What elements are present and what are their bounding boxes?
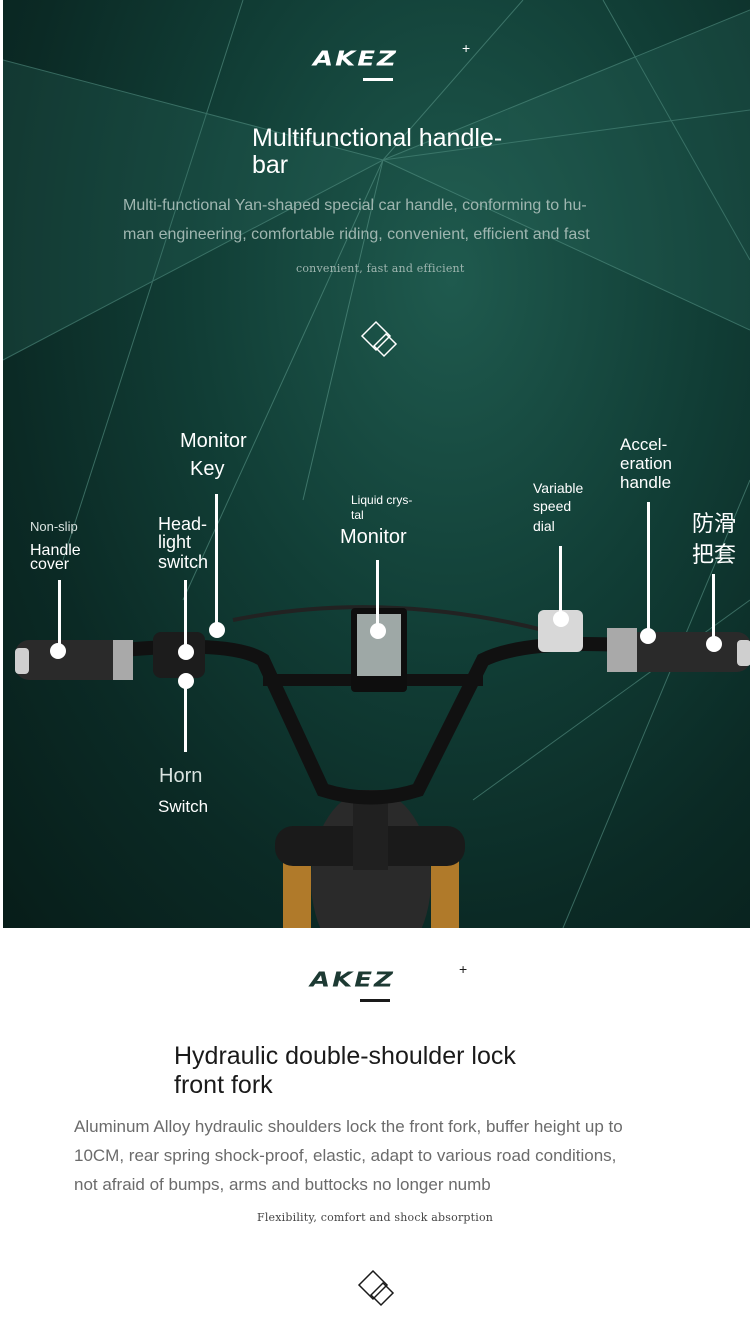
- marker-handle-cover: [50, 643, 66, 659]
- background-rays: [3, 0, 750, 928]
- label-acceleration-2: eration: [620, 454, 672, 473]
- handlebar-illustration: [15, 605, 750, 928]
- logo-underline-bottom: [360, 999, 390, 1002]
- leader-chinese-cover: [712, 574, 715, 642]
- label-acceleration-1: Accel-: [620, 435, 668, 454]
- logo-plus-bottom: +: [459, 961, 468, 977]
- label-variable-2: speed: [533, 498, 572, 514]
- marker-monitor-key: [209, 622, 225, 638]
- label-variable-3: dial: [533, 518, 555, 534]
- leader-horn: [184, 680, 187, 752]
- label-chinese-1: 防滑: [692, 511, 737, 536]
- label-headlight-2: light: [158, 532, 192, 552]
- diamond-icon-bottom: [357, 1269, 395, 1307]
- fork-desc-line1: Aluminum Alloy hydraulic shoulders lock …: [74, 1117, 623, 1136]
- fork-title-line1: Hydraulic double-shoulder lock: [174, 1042, 516, 1070]
- fork-title-line2: front fork: [174, 1071, 273, 1099]
- label-handle-cover-1: Handle: [30, 542, 81, 559]
- handlebar-tagline: convenient, fast and efficient: [296, 262, 465, 275]
- label-switch: Switch: [158, 797, 209, 816]
- label-monitor-key-2: Key: [190, 458, 225, 480]
- handlebar-desc-line1: Multi-functional Yan-shaped special car …: [123, 197, 587, 214]
- marker-variable-speed: [553, 611, 569, 627]
- label-acceleration-3: handle: [620, 473, 672, 492]
- label-liquid-crystal-2: tal: [351, 508, 364, 522]
- handlebar-title-line1: Multifunctional handle-: [252, 124, 503, 152]
- logo-plus: +: [462, 40, 471, 56]
- handlebar-hero-section: AKEZ + Multifunctional handle- bar Multi…: [3, 0, 750, 928]
- label-variable-1: Variable: [533, 480, 584, 496]
- fork-tagline: Flexibility, comfort and shock absorptio…: [257, 1211, 494, 1224]
- label-headlight-3: switch: [158, 552, 209, 572]
- label-handle-cover-2: cover: [30, 556, 70, 573]
- leader-handle-cover: [58, 580, 61, 650]
- marker-chinese-cover: [706, 636, 722, 652]
- handlebar-title-line2: bar: [252, 151, 289, 179]
- logo-underline: [363, 78, 393, 81]
- leader-monitor: [376, 560, 379, 630]
- leader-acceleration: [647, 502, 650, 636]
- marker-headlight: [178, 644, 194, 660]
- fork-desc-line3: not afraid of bumps, arms and buttocks n…: [74, 1175, 491, 1194]
- leader-variable-speed: [559, 546, 562, 616]
- label-liquid-crystal-1: Liquid crys-: [351, 493, 413, 507]
- diamond-icon: [360, 320, 398, 358]
- fork-desc-line2: 10CM, rear spring shock-proof, elastic, …: [74, 1146, 617, 1165]
- marker-acceleration: [640, 628, 656, 644]
- brand-logo: AKEZ: [313, 47, 398, 71]
- marker-monitor: [370, 623, 386, 639]
- marker-horn: [178, 673, 194, 689]
- label-monitor: Monitor: [340, 526, 407, 548]
- label-headlight-1: Head-: [158, 514, 208, 534]
- leader-monitor-key: [215, 494, 218, 630]
- label-monitor-key-1: Monitor: [180, 430, 247, 452]
- handlebar-desc-line2: man engineering, comfortable riding, con…: [123, 226, 590, 243]
- label-nonslip: Non-slip: [30, 519, 78, 534]
- leader-headlight: [184, 580, 187, 650]
- label-horn: Horn: [159, 765, 203, 787]
- brand-logo-bottom: AKEZ: [310, 968, 395, 992]
- label-chinese-2: 把套: [692, 542, 737, 567]
